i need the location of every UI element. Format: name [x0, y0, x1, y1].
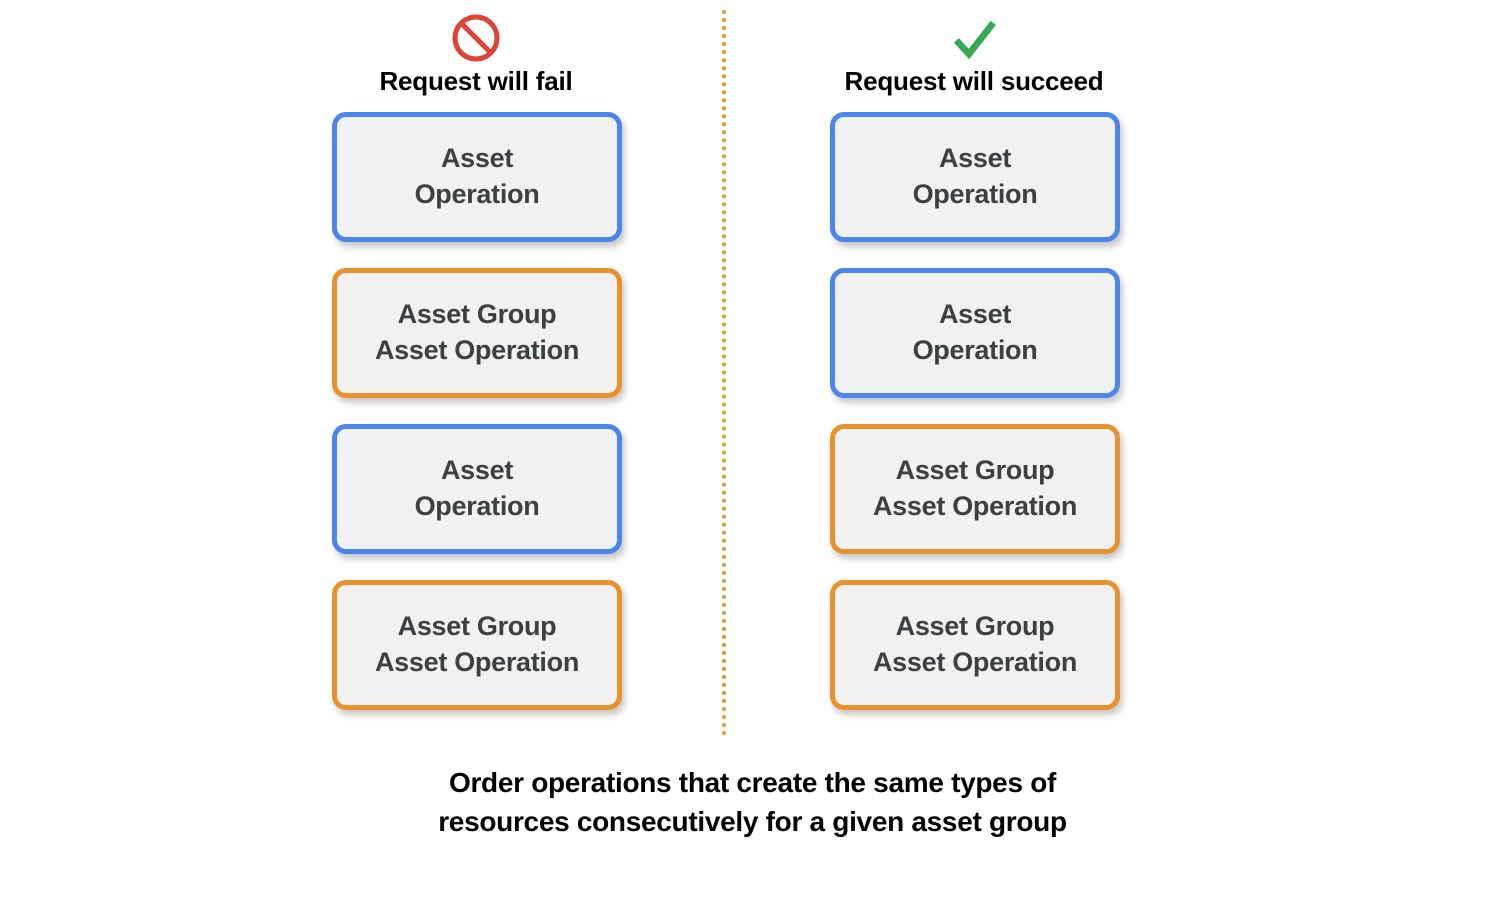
- operation-box-label: Asset Group Asset Operation: [872, 611, 1078, 677]
- operation-box[interactable]: Asset Group Asset Operation: [332, 580, 622, 710]
- operation-box-label: Asset Operation: [912, 299, 1038, 365]
- checkmark-icon: [953, 20, 996, 60]
- fail-column-header: Request will fail: [306, 12, 646, 96]
- operation-box[interactable]: Asset Group Asset Operation: [830, 424, 1120, 554]
- operation-box[interactable]: Asset Group Asset Operation: [332, 268, 622, 398]
- operation-box[interactable]: Asset Operation: [332, 424, 622, 554]
- column-divider: [722, 10, 726, 736]
- fail-operation-stack: Asset Operation Asset Group Asset Operat…: [332, 112, 622, 736]
- operation-box[interactable]: Asset Operation: [332, 112, 622, 242]
- operation-box[interactable]: Asset Operation: [830, 268, 1120, 398]
- succeed-column-header: Request will succeed: [804, 12, 1144, 96]
- diagram-caption: Order operations that create the same ty…: [438, 767, 1067, 837]
- operation-box-label: Asset Operation: [912, 143, 1038, 209]
- fail-column-title: Request will fail: [379, 66, 573, 96]
- operation-box-label: Asset Operation: [414, 143, 540, 209]
- succeed-operation-stack: Asset Operation Asset Operation Asset Gr…: [830, 112, 1120, 736]
- prohibition-icon: [452, 14, 500, 62]
- operation-box-label: Asset Operation: [414, 455, 540, 521]
- operation-box[interactable]: Asset Group Asset Operation: [830, 580, 1120, 710]
- operation-box-label: Asset Group Asset Operation: [374, 299, 580, 365]
- operation-box-label: Asset Group Asset Operation: [872, 455, 1078, 521]
- operation-box[interactable]: Asset Operation: [830, 112, 1120, 242]
- succeed-column-title: Request will succeed: [844, 66, 1104, 96]
- operation-box-label: Asset Group Asset Operation: [374, 611, 580, 677]
